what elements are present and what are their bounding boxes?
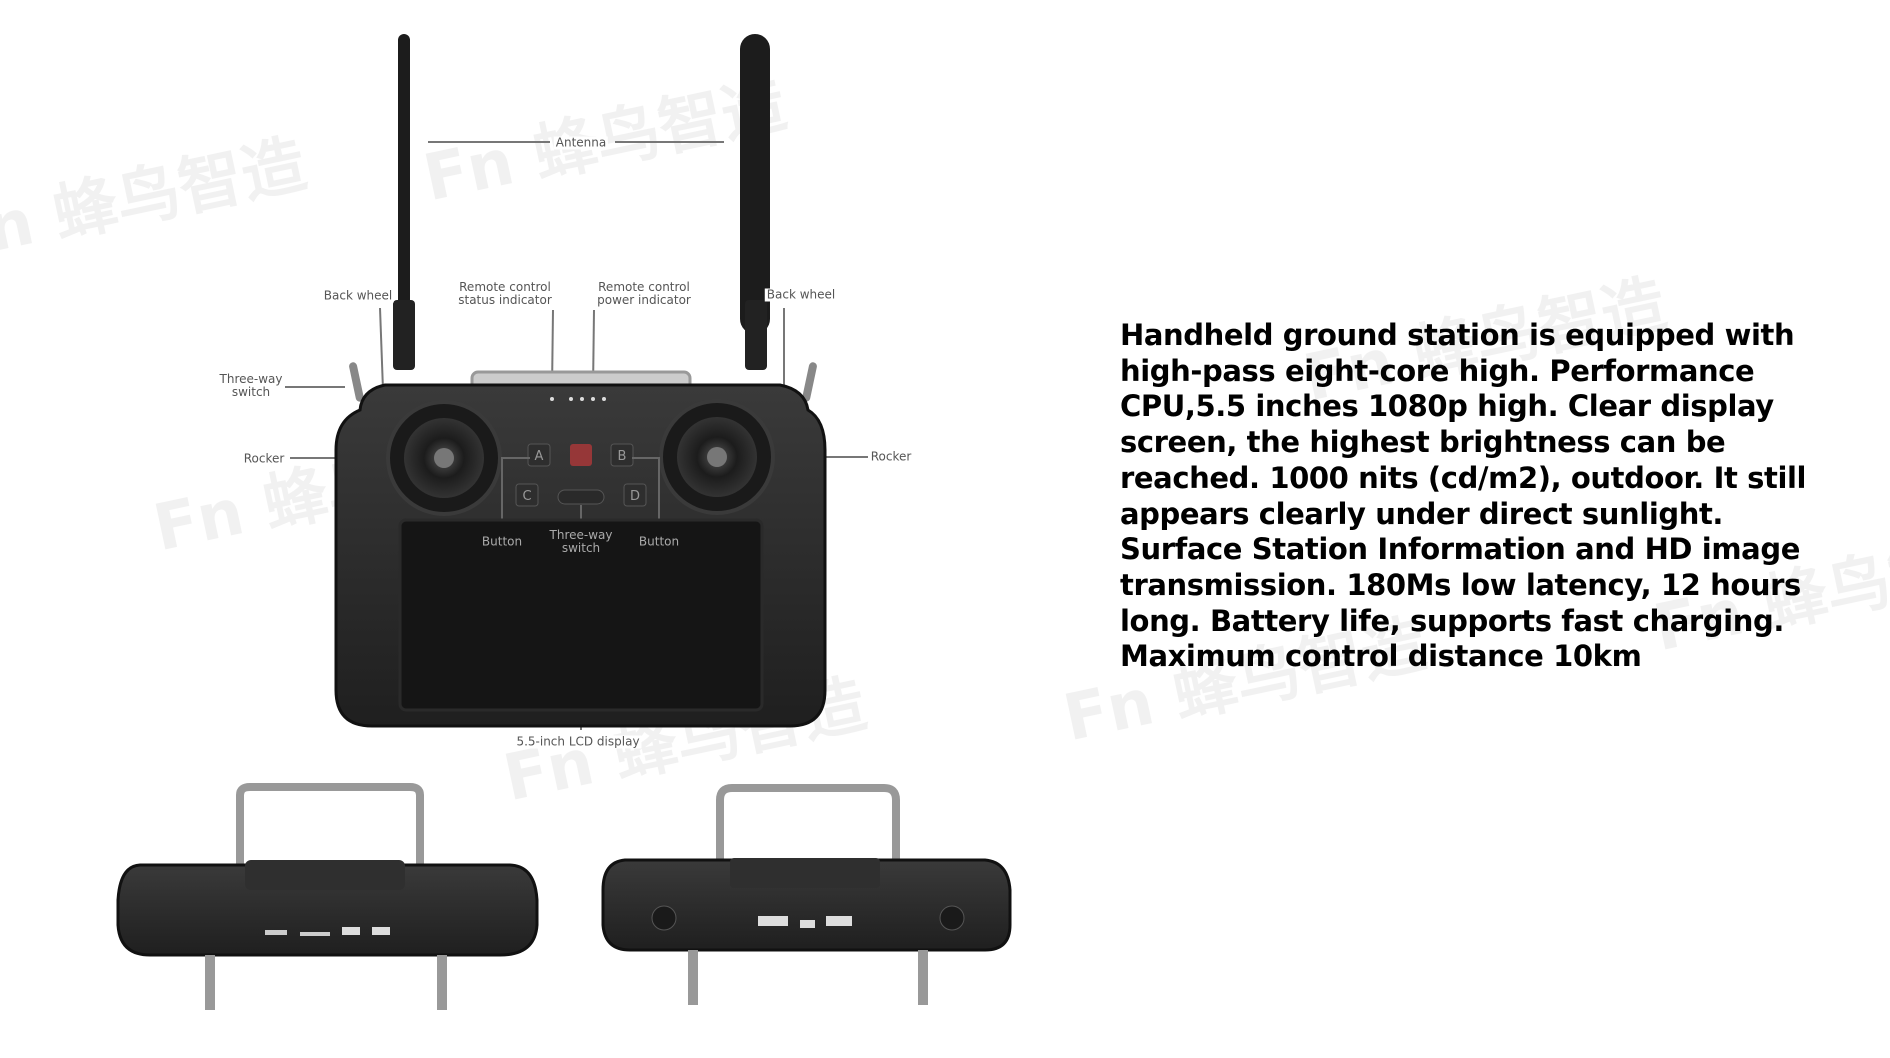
indicator-lights [550,397,606,401]
controller-back-view [601,784,1012,1005]
button-a-label: A [535,449,544,464]
button-c-label: C [522,489,531,504]
antenna-left [393,34,415,370]
button-b-label: B [618,449,627,464]
power-button [570,444,592,466]
label-status-indicator: Remote control status indicator [456,280,554,307]
controller-bottom-view [116,783,539,1010]
label-three-way-switch-left: Three-way switch [217,372,285,399]
label-button-right: Button [638,534,680,549]
rocker-left [386,400,502,516]
label-antenna: Antenna [553,135,609,150]
button-c [515,483,539,507]
label-power-indicator: Remote control power indicator [595,280,693,307]
label-rocker-right: Rocker [868,449,914,464]
three-way-switch [557,489,605,505]
button-d [623,483,647,507]
label-lcd: 5.5-inch LCD display [514,734,642,749]
button-a [527,443,551,467]
lcd-display [398,518,764,712]
label-back-wheel-left: Back wheel [321,288,395,303]
rocker-right [659,399,775,515]
label-button-left: Button [481,534,523,549]
toggle-left [349,362,364,402]
label-back-wheel-right: Back wheel [764,287,838,302]
button-b [610,443,634,467]
label-three-way-switch-center: Three-way switch [549,528,613,555]
button-d-label: D [630,489,640,504]
antenna-right [740,34,770,370]
product-description: Handheld ground station is equipped with… [1120,318,1807,674]
label-rocker-left: Rocker [241,451,287,466]
toggle-right [802,362,817,402]
